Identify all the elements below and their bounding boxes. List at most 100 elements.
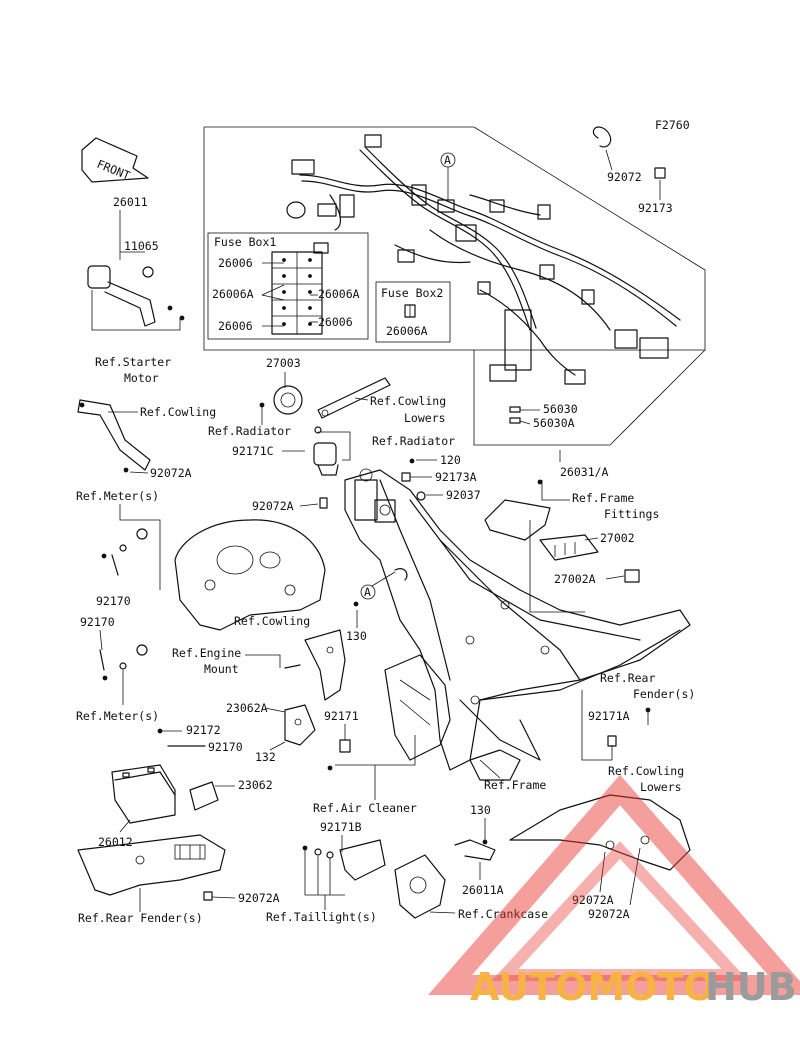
- callout-a-frame: A: [364, 585, 371, 599]
- label-56030A: 56030A: [533, 416, 575, 430]
- label-92170-1: 92170: [96, 594, 131, 608]
- label-92072A-4: 92072A: [572, 893, 614, 907]
- label-92072A-2: 92072A: [252, 499, 294, 513]
- label-ref-air-cleaner: Ref.Air Cleaner: [313, 801, 417, 815]
- fuse-label-1: 26006: [218, 256, 253, 270]
- label-26011: 26011: [113, 195, 148, 209]
- bracket-23062-icon: [189, 781, 219, 811]
- label-ref-rear-fender-1: Ref.Rear: [600, 671, 655, 685]
- bracket-icon: [317, 377, 391, 419]
- label-92072A-5: 92072A: [588, 907, 630, 921]
- label-92170-2: 92170: [80, 615, 115, 629]
- front-arrow-icon: FRONT: [81, 137, 149, 183]
- label-ref-radiator-1: Ref.Radiator: [208, 424, 291, 438]
- label-ref-starter: Ref.Starter: [95, 355, 171, 369]
- engine-mount-bracket-icon: [284, 629, 346, 701]
- sensor-icon: [313, 426, 339, 476]
- rear-cowling-lowers-icon: [509, 794, 691, 871]
- label-tag-icon-2: [509, 417, 521, 424]
- label-ref-crankcase: Ref.Crankcase: [458, 907, 548, 921]
- label-132: 132: [255, 750, 276, 764]
- label-92172: 92172: [186, 723, 221, 737]
- label-26011A: 26011A: [462, 883, 504, 897]
- label-lowers-1: Lowers: [404, 411, 446, 425]
- harness-box-outline: [204, 126, 706, 446]
- fuse-label-2: 26006A: [212, 287, 254, 301]
- label-ref-frame: Ref.Frame: [484, 778, 546, 792]
- air-cleaner-icon: [384, 654, 451, 761]
- battery-icon: [111, 764, 176, 824]
- label-23062A: 23062A: [226, 701, 268, 715]
- bracket-23062A-icon: [284, 704, 316, 746]
- label-tag-icon: [509, 406, 521, 413]
- fuse-box1: Fuse Box1 26006 26006A 26006A 26006 2600…: [207, 232, 369, 340]
- label-92072A-3: 92072A: [238, 891, 280, 905]
- label-fittings: Fittings: [604, 507, 659, 521]
- label-92173A: 92173A: [435, 470, 477, 484]
- label-92171B: 92171B: [320, 820, 362, 834]
- motorcycle-frame: [344, 468, 691, 781]
- fuse-label-4: 26006: [218, 319, 253, 333]
- label-92171A: 92171A: [588, 709, 630, 723]
- label-ref-cowling-mid: Ref.Cowling: [234, 614, 310, 628]
- callout-a-top: A: [444, 153, 451, 167]
- label-ref-meter-1: Ref.Meter(s): [76, 489, 159, 503]
- label-ref-radiator-2: Ref.Radiator: [372, 434, 455, 448]
- fuse-box2-title: Fuse Box2: [381, 286, 443, 300]
- label-130-1: 130: [346, 629, 367, 643]
- label-ref-cowling-top: Ref.Cowling: [140, 405, 216, 419]
- label-27002A: 27002A: [554, 572, 596, 586]
- wiring-harness: A: [286, 134, 681, 385]
- fuse-box2-label: 26006A: [386, 324, 428, 338]
- label-92072-top: 92072: [607, 170, 642, 184]
- label-ref-meter-2: Ref.Meter(s): [76, 709, 159, 723]
- label-130-2: 130: [470, 803, 491, 817]
- label-27003: 27003: [266, 356, 301, 370]
- harness-box-left: [203, 127, 474, 351]
- fuse-box2: Fuse Box2 26006A: [375, 281, 451, 343]
- diagram-code: F2760: [655, 118, 690, 132]
- fuse-box1-title: Fuse Box1: [214, 235, 276, 249]
- label-92173-top: 92173: [638, 201, 673, 215]
- label-ref-taillight: Ref.Taillight(s): [266, 910, 377, 924]
- label-lowers-2: Lowers: [640, 780, 682, 794]
- inner-cowling-icon: [174, 519, 326, 631]
- clip-92173-icon: [654, 167, 666, 179]
- fuse-label-5: 26006: [318, 315, 353, 329]
- label-fender-s: Fender(s): [633, 687, 695, 701]
- ecu-icon: [539, 534, 599, 561]
- label-27002: 27002: [600, 531, 635, 545]
- automotohub-watermark-logo: AUTOMOTO HUB: [428, 774, 800, 1009]
- label-motor: Motor: [124, 371, 159, 385]
- label-92037: 92037: [446, 488, 481, 502]
- label-26012: 26012: [98, 835, 133, 849]
- front-label: FRONT: [95, 157, 132, 183]
- starter-relay-icon: [87, 265, 185, 327]
- crank-sensor-icon: [454, 839, 496, 861]
- taillight-bracket-icon: [302, 839, 386, 881]
- meter-bolts-icon: [101, 528, 148, 576]
- label-ref-engine: Ref.Engine: [172, 646, 241, 660]
- cowling-stay-icon: [77, 399, 151, 473]
- label-ref-frame-fittings: Ref.Frame: [572, 491, 634, 505]
- relay-27002A-icon: [624, 569, 640, 583]
- label-26031A: 26031/A: [560, 465, 609, 479]
- label-ref-cowling-lowers-1: Ref.Cowling: [370, 394, 446, 408]
- label-11065: 11065: [124, 239, 159, 253]
- label-23062: 23062: [238, 778, 273, 792]
- label-120: 120: [440, 453, 461, 467]
- label-ref-rear-fender-2: Ref.Rear Fender(s): [78, 911, 203, 925]
- label-92171C: 92171C: [232, 444, 274, 458]
- watermark-part2: HUB: [705, 965, 797, 1009]
- label-ref-cowling-lowers-2: Ref.Cowling: [608, 764, 684, 778]
- watermark-part1: AUTOMOTO: [470, 965, 716, 1009]
- crankcase-cover-icon: [394, 854, 446, 919]
- label-92072A-1: 92072A: [150, 466, 192, 480]
- clip-92072-icon: [592, 126, 612, 148]
- horn-icon: [259, 385, 303, 415]
- label-92170-3: 92170: [208, 740, 243, 754]
- label-mount: Mount: [204, 662, 239, 676]
- rear-fender-icon: [77, 834, 226, 896]
- fuse-label-3: 26006A: [318, 287, 360, 301]
- label-92171: 92171: [324, 709, 359, 723]
